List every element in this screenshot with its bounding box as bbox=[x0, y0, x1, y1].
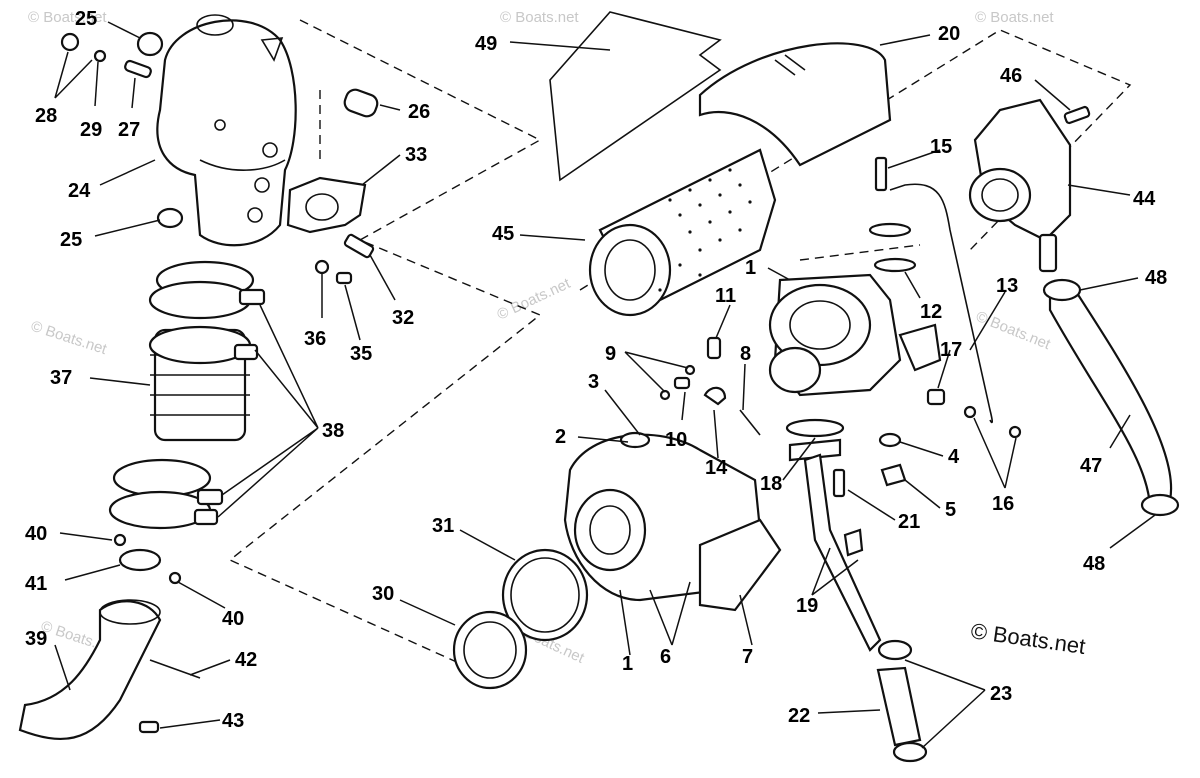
elbow-gasket bbox=[286, 176, 367, 234]
leader-lines bbox=[54, 21, 1156, 749]
callout-2: 2 bbox=[555, 426, 566, 448]
exhaust-bellows bbox=[108, 260, 266, 530]
callout-18: 18 bbox=[760, 473, 782, 495]
callout-1: 1 bbox=[622, 653, 633, 675]
callout-39: 39 bbox=[25, 628, 47, 650]
turbocharger-center-section bbox=[768, 273, 942, 397]
small-fittings-top-left bbox=[60, 31, 379, 229]
callout-33: 33 bbox=[405, 144, 427, 166]
v-band-clamp bbox=[501, 548, 589, 642]
callout-8: 8 bbox=[740, 343, 751, 365]
callout-17: 17 bbox=[940, 339, 962, 361]
callout-30: 30 bbox=[372, 583, 394, 605]
callout-44: 44 bbox=[1133, 188, 1156, 210]
callout-20: 20 bbox=[938, 23, 960, 45]
temperature-sensor bbox=[343, 233, 375, 259]
air-filter bbox=[588, 148, 777, 317]
callout-21: 21 bbox=[898, 511, 920, 533]
callout-9: 9 bbox=[605, 343, 616, 365]
callout-1: 1 bbox=[745, 257, 756, 279]
air-filter-cover bbox=[698, 42, 892, 167]
callout-25: 25 bbox=[60, 229, 82, 251]
callout-35: 35 bbox=[350, 343, 372, 365]
callout-23: 23 bbox=[990, 683, 1012, 705]
callout-37: 37 bbox=[50, 367, 72, 389]
exhaust-elbow bbox=[156, 14, 297, 247]
callout-47: 47 bbox=[1080, 455, 1102, 477]
callout-19: 19 bbox=[796, 595, 818, 617]
callout-26: 26 bbox=[408, 101, 430, 123]
callout-labels: 25 28 29 27 24 25 26 33 32 36 35 37 38 4… bbox=[25, 8, 1167, 732]
callout-38: 38 bbox=[322, 420, 344, 442]
exhaust-pipe bbox=[803, 453, 882, 652]
drain-cover bbox=[118, 548, 162, 572]
callout-22: 22 bbox=[788, 705, 810, 727]
callout-12: 12 bbox=[920, 301, 942, 323]
callout-32: 32 bbox=[392, 307, 414, 329]
callout-5: 5 bbox=[945, 499, 956, 521]
watermark-text: © Boats.net bbox=[495, 275, 574, 324]
callout-13: 13 bbox=[996, 275, 1018, 297]
seal-ring bbox=[452, 610, 528, 690]
callout-41: 41 bbox=[25, 573, 47, 595]
exhaust-outlet-elbow bbox=[18, 600, 162, 740]
callout-42: 42 bbox=[235, 649, 257, 671]
callout-15: 15 bbox=[930, 136, 952, 158]
callout-36: 36 bbox=[304, 328, 326, 350]
turbine-gasket bbox=[698, 518, 782, 612]
watermark-text: © Boats.net bbox=[974, 308, 1054, 354]
callout-27: 27 bbox=[118, 119, 140, 141]
callout-4: 4 bbox=[948, 446, 960, 468]
callout-49: 49 bbox=[475, 33, 497, 55]
callout-16: 16 bbox=[992, 493, 1014, 515]
callout-10: 10 bbox=[665, 429, 687, 451]
callout-3: 3 bbox=[588, 371, 599, 393]
callout-45: 45 bbox=[492, 223, 514, 245]
callout-31: 31 bbox=[432, 515, 454, 537]
callout-14: 14 bbox=[705, 457, 728, 479]
watermark-text: © Boats.net bbox=[975, 9, 1054, 26]
callout-40: 40 bbox=[25, 523, 47, 545]
callout-28: 28 bbox=[35, 105, 57, 127]
callout-7: 7 bbox=[742, 646, 753, 668]
watermark-text: © Boats.net bbox=[28, 9, 107, 26]
callout-40: 40 bbox=[222, 608, 244, 630]
callout-43: 43 bbox=[222, 710, 244, 732]
retaining-wire bbox=[549, 11, 722, 182]
callout-46: 46 bbox=[1000, 65, 1022, 87]
callout-11: 11 bbox=[715, 285, 736, 307]
copyright-notice: © Boats.net bbox=[969, 618, 1087, 659]
watermark-text: © Boats.net bbox=[500, 9, 579, 26]
callout-29: 29 bbox=[80, 119, 102, 141]
water-hose bbox=[1048, 288, 1173, 512]
callout-25: 25 bbox=[75, 8, 97, 30]
callout-48: 48 bbox=[1145, 267, 1167, 289]
callout-6: 6 bbox=[660, 646, 671, 668]
connector-hose bbox=[876, 666, 922, 747]
callout-24: 24 bbox=[68, 180, 91, 202]
watermark-text: © Boats.net bbox=[29, 318, 110, 359]
callout-48: 48 bbox=[1083, 553, 1105, 575]
